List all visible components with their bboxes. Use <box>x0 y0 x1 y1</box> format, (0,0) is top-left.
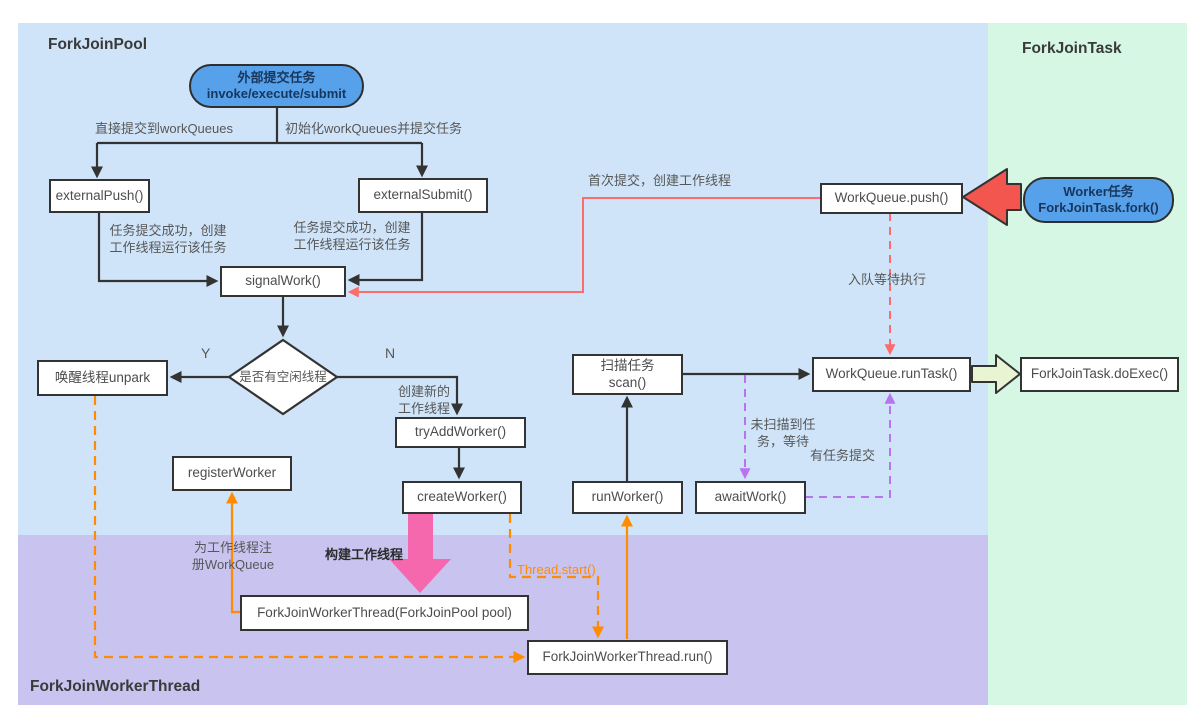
edge-start-split <box>97 107 422 145</box>
node-runworker: runWorker() <box>572 481 683 514</box>
label-direct-submit: 直接提交到workQueues <box>95 121 233 136</box>
label-thread-start: Thread.start() <box>517 562 596 577</box>
node-start-line2: invoke/execute/submit <box>206 86 347 101</box>
node-signalwork: signalWork() <box>220 266 346 297</box>
label-no-task-wait-line1: 未扫描到任 <box>750 417 816 432</box>
node-tryaddworker: tryAddWorker() <box>395 417 526 448</box>
label-first-submit: 首次提交，创建工作线程 <box>588 173 732 188</box>
node-forkjointask-doexec: ForkJoinTask.doExec() <box>1020 357 1179 392</box>
node-unpark: 唤醒线程unpark <box>37 360 168 396</box>
label-submit-success: 任务提交成功，创建 工作线程运行该任务 <box>286 219 418 253</box>
node-start-line1: 外部提交任务 <box>237 69 316 85</box>
node-registerworker: registerWorker <box>172 456 292 491</box>
region-forkjoinpool <box>18 23 988 535</box>
label-register-workqueue-line1: 为工作线程注 <box>193 540 272 555</box>
label-create-new-line2: 工作线程 <box>398 401 451 416</box>
edge-unpark-to-run <box>93 396 526 664</box>
block-arrow-runtask-to-doexec-icon <box>971 354 1021 394</box>
node-decision-label: 是否有空闲线程 <box>239 370 327 384</box>
edge-createworker-threadstart-to-run <box>508 514 605 639</box>
title-forkjointask: ForkJoinTask <box>1022 40 1122 57</box>
label-submit-success-line2: 工作线程运行该任务 <box>293 237 411 252</box>
node-workqueue-runtask: WorkQueue.runTask() <box>812 357 971 392</box>
block-arrow-build-worker-thread-icon <box>389 514 451 593</box>
node-scan: 扫描任务 scan() <box>572 354 683 395</box>
node-createworker: createWorker() <box>402 481 522 514</box>
node-worker-task-line2: ForkJoinTask.fork() <box>1038 200 1159 215</box>
block-arrow-fork-to-push-icon <box>962 168 1022 226</box>
node-worker-task-line1: Worker任务 <box>1063 183 1134 199</box>
label-no-task-wait-line2: 务，等待 <box>756 434 809 449</box>
label-build-thread: 构建工作线程 <box>325 547 404 562</box>
node-workqueue-push: WorkQueue.push() <box>820 183 963 214</box>
label-push-success: 任务提交成功，创建 工作线程运行该任务 <box>102 222 234 256</box>
label-register-workqueue: 为工作线程注 册WorkQueue <box>185 539 281 573</box>
edge-push-to-signalwork-first-submit <box>347 197 820 298</box>
decision-diamond-shape <box>227 338 339 416</box>
title-forkjoinpool: ForkJoinPool <box>48 36 148 53</box>
edge-decision-no-to-tryaddworker <box>337 375 464 416</box>
label-task-submitted: 有任务提交 <box>810 448 876 463</box>
title-forkjoinworkerthread: ForkJoinWorkerThread <box>30 678 201 695</box>
edge-ctor-to-registerworker <box>225 491 240 614</box>
node-start: 外部提交任务 invoke/execute/submit <box>189 64 364 108</box>
label-create-new-line1: 创建新的 <box>398 384 451 399</box>
node-fjwt-run: ForkJoinWorkerThread.run() <box>527 640 728 675</box>
label-submit-success-line1: 任务提交成功，创建 <box>293 220 411 235</box>
edge-externalpush-to-signalwork <box>97 212 219 288</box>
edge-externalsubmit-to-signalwork <box>347 213 424 287</box>
label-no-task-wait: 未扫描到任 务，等待 <box>748 416 818 450</box>
label-yes: Y <box>201 345 211 361</box>
node-scan-line2: scan() <box>608 374 647 390</box>
label-init-submit: 初始化workQueues并提交任务 <box>285 121 462 136</box>
label-push-success-line1: 任务提交成功，创建 <box>109 223 227 238</box>
node-scan-line1: 扫描任务 <box>600 357 655 373</box>
edge-awaitwork-to-runtask <box>805 392 896 498</box>
label-push-success-line2: 工作线程运行该任务 <box>109 240 227 255</box>
node-awaitwork: awaitWork() <box>695 481 806 514</box>
node-externalsubmit: externalSubmit() <box>358 178 488 213</box>
label-create-new: 创建新的 工作线程 <box>398 383 450 417</box>
label-enqueue-wait: 入队等待执行 <box>848 272 927 287</box>
label-no: N <box>385 345 396 361</box>
node-fjwt-constructor: ForkJoinWorkerThread(ForkJoinPool pool) <box>240 595 529 631</box>
node-externalpush: externalPush() <box>49 179 150 213</box>
node-worker-task: Worker任务 ForkJoinTask.fork() <box>1023 177 1174 223</box>
label-register-workqueue-line2: 册WorkQueue <box>191 557 275 572</box>
